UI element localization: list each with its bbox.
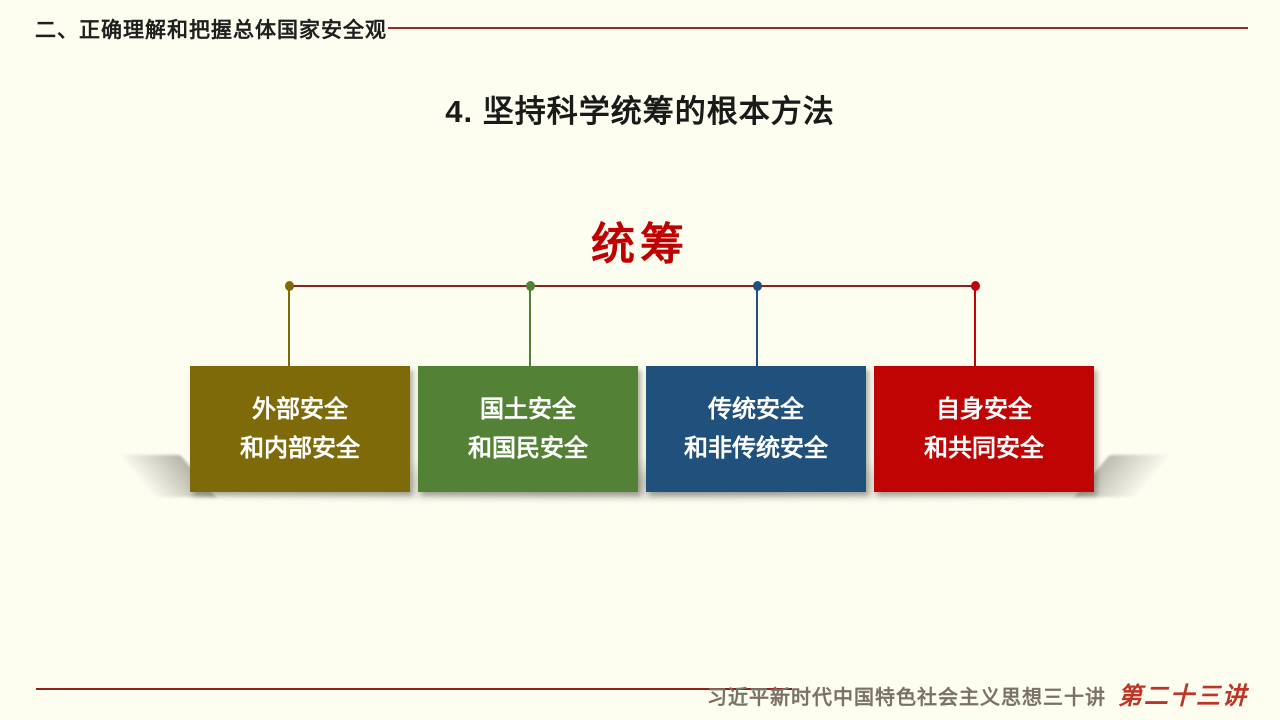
- connector-vertical-line-2: [529, 287, 531, 367]
- node-box-line1: 传统安全: [708, 396, 804, 423]
- node-box-external-internal-security: 外部安全 和内部安全: [190, 366, 410, 492]
- connector-horizontal-line: [289, 285, 975, 287]
- node-box-line2: 和非传统安全: [684, 435, 828, 462]
- connector-dot-4: [971, 281, 980, 291]
- section-header: 二、正确理解和把握总体国家安全观: [35, 19, 387, 42]
- connector-dot-1: [285, 281, 294, 291]
- connector-vertical-line-3: [756, 287, 758, 367]
- page-title: 4. 坚持科学统筹的根本方法: [445, 94, 835, 129]
- footer: 习近平新时代中国特色社会主义思想三十讲 第二十三讲: [707, 676, 1248, 711]
- node-box-line2: 和国民安全: [468, 435, 588, 462]
- header-divider-line: [388, 27, 1248, 29]
- node-box-own-common-security: 自身安全 和共同安全: [874, 366, 1094, 492]
- footer-course-title: 习近平新时代中国特色社会主义思想三十讲: [707, 687, 1106, 709]
- footer-divider-line: [36, 688, 792, 690]
- node-box-line1: 自身安全: [936, 396, 1032, 423]
- node-box-line1: 国土安全: [480, 396, 576, 423]
- node-box-line2: 和内部安全: [240, 435, 360, 462]
- node-box-traditional-nontraditional-security: 传统安全 和非传统安全: [646, 366, 866, 492]
- node-box-homeland-citizen-security: 国土安全 和国民安全: [418, 366, 638, 492]
- node-box-line1: 外部安全: [252, 396, 348, 423]
- connector-dot-3: [753, 281, 762, 291]
- node-box-line2: 和共同安全: [924, 435, 1044, 462]
- connector-vertical-line-1: [288, 287, 290, 367]
- diagram-root-label: 统筹: [591, 220, 689, 269]
- connector-vertical-line-4: [974, 287, 976, 367]
- footer-lecture-number: 第二十三讲: [1118, 684, 1248, 710]
- connector-dot-2: [526, 281, 535, 291]
